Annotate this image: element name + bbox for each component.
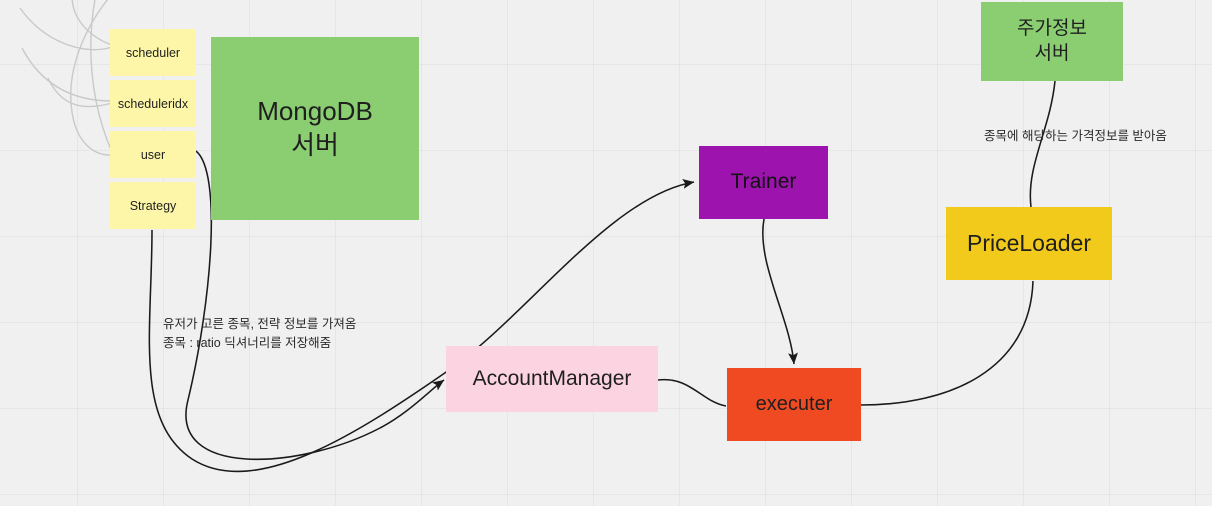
node-scheduler[interactable]: scheduler xyxy=(110,29,196,76)
decorative-curves xyxy=(19,0,113,156)
node-trainer[interactable]: Trainer xyxy=(699,146,828,219)
annotation-right: 종목에 해당하는 가격정보를 받아옴 xyxy=(984,129,1167,143)
edge-executer-to-priceloader xyxy=(860,280,1034,406)
node-strategy[interactable]: Strategy xyxy=(110,182,196,229)
node-executer[interactable]: executer xyxy=(727,368,861,441)
node-user[interactable]: user xyxy=(110,131,196,178)
edge-priceserver-to-priceloader xyxy=(1029,80,1056,208)
annotation-left: 유저가 고른 종목, 전략 정보를 가져옴 종목 : ratio 딕셔너리를 저… xyxy=(163,317,357,351)
node-scheduleridx[interactable]: scheduleridx xyxy=(110,80,196,127)
node-price-info-server[interactable]: 주가정보 서버 xyxy=(981,2,1123,81)
node-account-manager[interactable]: AccountManager xyxy=(446,346,658,412)
edge-user-to-accountmanager xyxy=(185,150,445,461)
node-mongodb-server[interactable]: MongoDB 서버 xyxy=(211,37,419,220)
edge-accountmanager-to-executer xyxy=(657,378,727,407)
edge-strategy-to-trainer xyxy=(148,179,695,473)
edge-trainer-to-executer xyxy=(762,218,798,365)
node-price-loader[interactable]: PriceLoader xyxy=(946,207,1112,280)
